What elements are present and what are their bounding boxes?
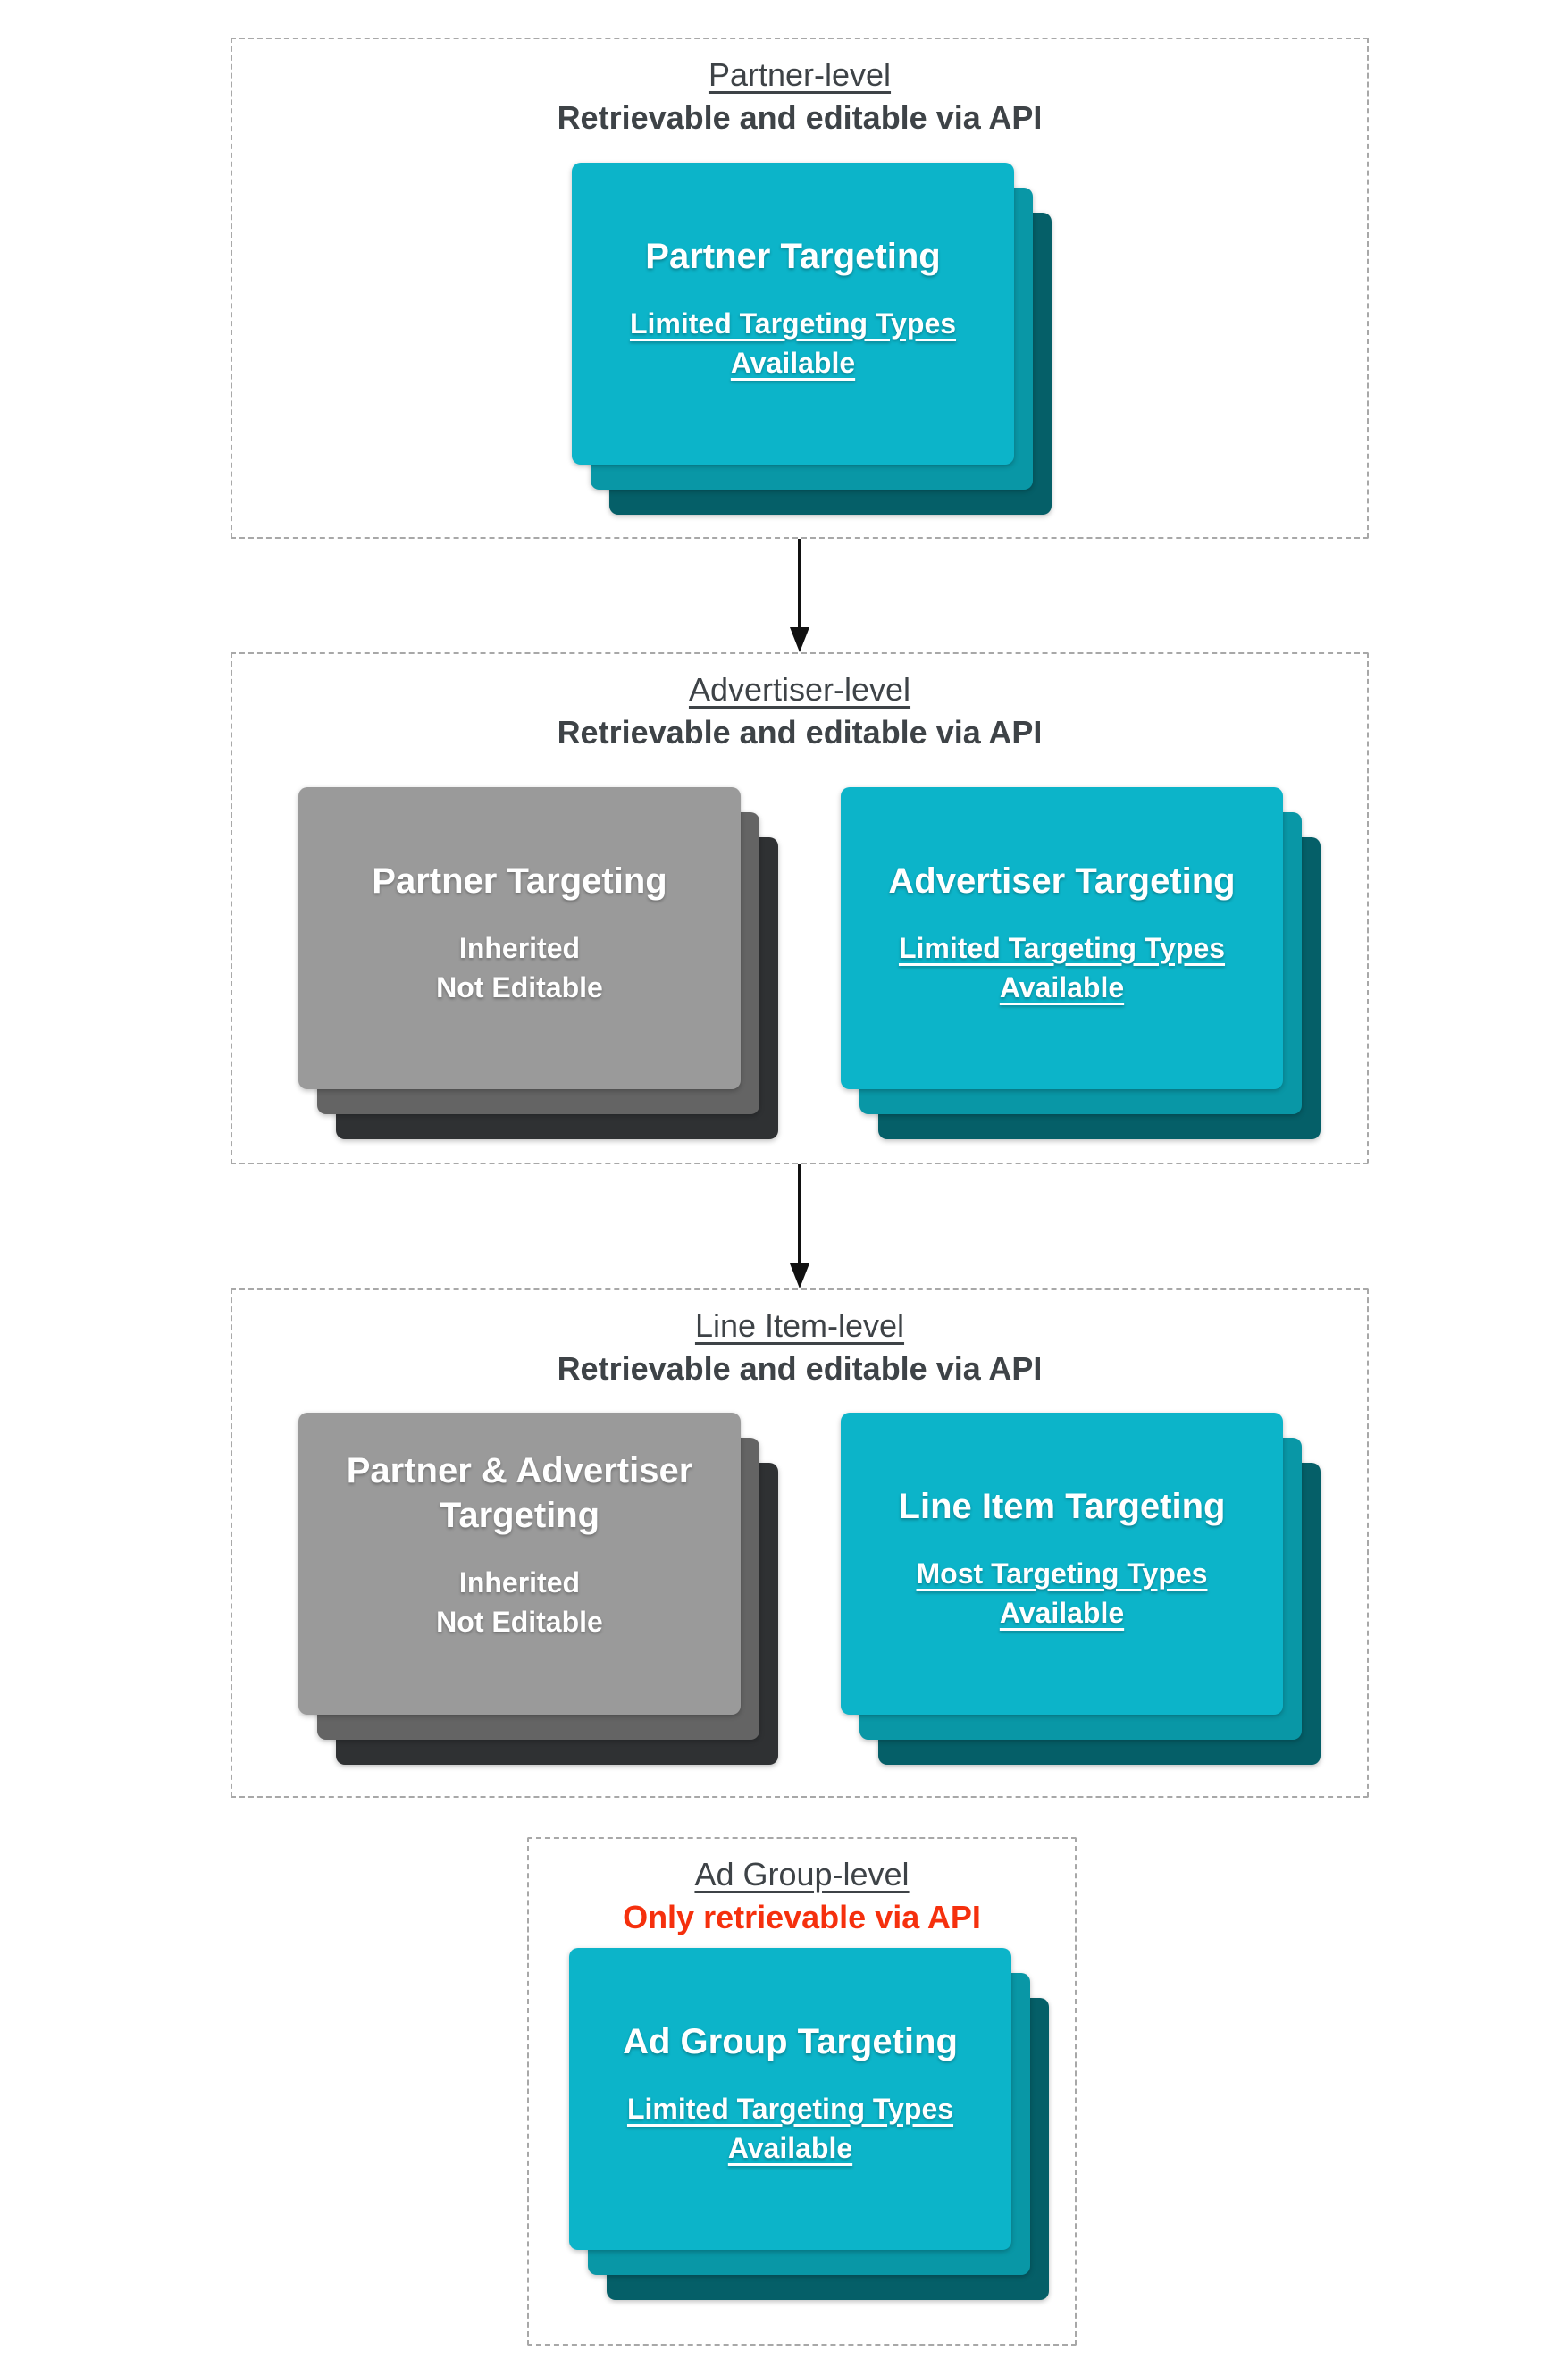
card-body: Inherited Not Editable <box>436 1566 603 1638</box>
section-subtitle: Retrievable and editable via API <box>557 714 1043 751</box>
section-line-item-level: Line Item-level Retrievable and editable… <box>231 1288 1369 1798</box>
card-line-item-targeting: Line Item Targeting Most Targeting Types… <box>841 1413 1283 1715</box>
section-title: Partner-level <box>708 56 892 93</box>
arrow-head <box>790 1263 809 1288</box>
section-header: Ad Group-level Only retrievable via API <box>529 1839 1075 1939</box>
section-title: Line Item-level <box>694 1307 905 1344</box>
section-subtitle: Retrievable and editable via API <box>557 1350 1043 1387</box>
arrow-shaft <box>798 1164 801 1264</box>
card-title: Line Item Targeting <box>898 1487 1226 1526</box>
card-title: Partner Targeting <box>372 861 667 901</box>
card-body: Most Targeting Types Available <box>916 1557 1208 1629</box>
section-header: Partner-level Retrievable and editable v… <box>232 39 1367 139</box>
card-title: Advertiser Targeting <box>888 861 1236 901</box>
card-body: Limited Targeting Types Available <box>629 307 957 379</box>
card-title: Partner & Advertiser Targeting <box>346 1451 693 1535</box>
section-subtitle: Only retrievable via API <box>623 1899 981 1935</box>
card-advertiser-targeting: Advertiser Targeting Limited Targeting T… <box>841 787 1283 1089</box>
card-stack-inherited-partner-advertiser-targeting: Partner & Advertiser Targeting Inherited… <box>298 1413 816 1815</box>
section-advertiser-level: Advertiser-level Retrievable and editabl… <box>231 652 1369 1164</box>
section-header: Line Item-level Retrievable and editable… <box>232 1290 1367 1390</box>
section-title: Ad Group-level <box>694 1856 910 1893</box>
section-subtitle: Retrievable and editable via API <box>557 99 1043 136</box>
card-title: Partner Targeting <box>645 237 941 276</box>
card-title: Ad Group Targeting <box>623 2022 958 2061</box>
section-ad-group-level: Ad Group-level Only retrievable via API <box>527 1837 1077 2346</box>
card-stack-line-item-targeting: Line Item Targeting Most Targeting Types… <box>841 1413 1358 1815</box>
section-header: Advertiser-level Retrievable and editabl… <box>232 654 1367 754</box>
card-body: Limited Targeting Types Available <box>898 932 1226 1003</box>
section-title: Advertiser-level <box>688 671 911 708</box>
card-body: Inherited Not Editable <box>436 932 603 1003</box>
arrow-shaft <box>798 539 801 628</box>
card-ad-group-targeting: Ad Group Targeting Limited Targeting Typ… <box>569 1948 1011 2250</box>
card-inherited-partner-advertiser-targeting: Partner & Advertiser Targeting Inherited… <box>298 1413 741 1715</box>
card-stack-ad-group-targeting: Ad Group Targeting Limited Targeting Typ… <box>569 1948 1086 2350</box>
card-body: Limited Targeting Types Available <box>626 2093 954 2164</box>
arrow-head <box>790 627 809 652</box>
card-stack-partner-targeting: Partner Targeting Limited Targeting Type… <box>572 163 1089 565</box>
card-stack-advertiser-targeting: Advertiser Targeting Limited Targeting T… <box>841 787 1358 1189</box>
section-partner-level: Partner-level Retrievable and editable v… <box>231 38 1369 539</box>
card-inherited-partner-targeting: Partner Targeting Inherited Not Editable <box>298 787 741 1089</box>
card-partner-targeting: Partner Targeting Limited Targeting Type… <box>572 163 1014 465</box>
card-stack-inherited-partner-targeting: Partner Targeting Inherited Not Editable <box>298 787 816 1189</box>
